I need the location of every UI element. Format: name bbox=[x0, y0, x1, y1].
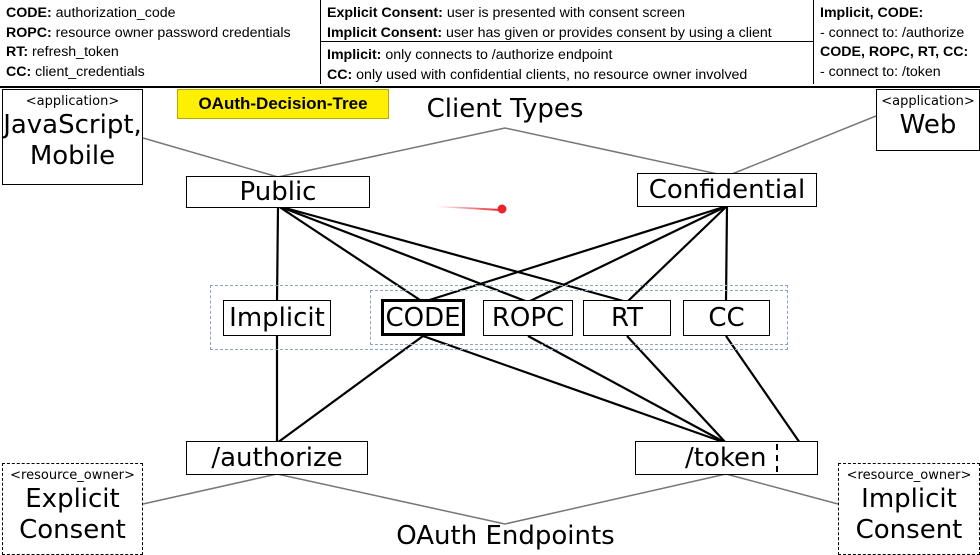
client-types-label: Client Types bbox=[426, 94, 584, 124]
owner-implicit-consent: <resource_owner> Implicit Consent bbox=[838, 463, 980, 555]
entity-name-line2: Consent bbox=[855, 515, 963, 545]
grant-cc: CC bbox=[683, 300, 770, 336]
legend-row-rt: RT: refresh_token bbox=[6, 44, 119, 60]
line-code-authorize bbox=[276, 335, 424, 444]
line-js-to-public bbox=[142, 137, 279, 178]
grant-rt: RT bbox=[583, 300, 671, 336]
oauth-endpoints-label: OAuth Endpoints bbox=[396, 521, 615, 551]
connect-info-cell: Implicit, CODE: - connect to: /authorize… bbox=[813, 0, 980, 84]
app-web: <application> Web bbox=[876, 89, 980, 151]
line-confidential-to-web bbox=[726, 115, 877, 177]
oauth-decision-tree-diagram: OAuth-Decision-Tree Client Types OAuth E… bbox=[0, 86, 980, 555]
consent-definitions: Explicit Consent: user is presented with… bbox=[321, 0, 814, 42]
line-endpoints-to-token bbox=[504, 473, 727, 525]
legend-row-code: CODE: authorization_code bbox=[6, 5, 176, 21]
client-confidential: Confidential bbox=[637, 173, 817, 207]
entity-name-line2: Mobile bbox=[29, 141, 116, 171]
connector-lines bbox=[142, 115, 877, 525]
line-rt-token bbox=[626, 335, 727, 444]
grant-code: CODE bbox=[381, 299, 465, 336]
endpoint-token: /token bbox=[635, 441, 818, 475]
line-authorize-to-endpoints bbox=[276, 473, 506, 525]
legend-row-ropc: ROPC: resource owner password credential… bbox=[6, 24, 291, 41]
stereotype-label: <application> bbox=[881, 94, 975, 109]
owner-explicit-consent: <resource_owner> Explicit Consent bbox=[2, 463, 143, 555]
line-confidential-cc bbox=[724, 205, 729, 303]
entity-name-line1: Explicit bbox=[25, 484, 120, 514]
line-confidential-ropc bbox=[527, 205, 728, 303]
grant-group-token-grants bbox=[370, 290, 788, 345]
grant-implicit: Implicit bbox=[223, 300, 331, 336]
abbreviations-cell: CODE: authorization_code ROPC: resource … bbox=[0, 0, 320, 84]
line-cc-token bbox=[725, 335, 801, 444]
line-clienttypes-to-confidential bbox=[504, 127, 728, 177]
line-ropc-token bbox=[527, 335, 727, 444]
line-public-implicit bbox=[275, 205, 280, 303]
endpoint-authorize: /authorize bbox=[186, 441, 368, 475]
line-confidential-code bbox=[422, 204, 728, 304]
line-code-token bbox=[422, 334, 727, 445]
consent-info-cell: Explicit Consent: user is presented with… bbox=[320, 0, 814, 84]
stereotype-label: <application> bbox=[25, 94, 120, 109]
endpoint-notes: Implicit: only connects to /authorize en… bbox=[327, 47, 748, 83]
grant-ropc: ROPC bbox=[483, 300, 573, 336]
line-explicit-to-authorize bbox=[142, 473, 278, 505]
entity-name-line1: JavaScript, bbox=[3, 110, 142, 140]
line-token-to-implicit-consent bbox=[725, 473, 839, 505]
line-confidential-rt bbox=[626, 205, 728, 303]
entity-name-line1: Implicit bbox=[861, 484, 957, 514]
app-javascript-mobile: <application> JavaScript, Mobile bbox=[2, 89, 143, 185]
client-public: Public bbox=[186, 176, 370, 208]
endpoint-token-label: /token bbox=[685, 443, 767, 473]
diagram-title: OAuth-Decision-Tree bbox=[177, 89, 389, 119]
entity-name-line1: Web bbox=[899, 110, 957, 140]
laser-pointer-mark bbox=[435, 204, 507, 214]
line-public-rt bbox=[277, 204, 628, 304]
line-public-code bbox=[277, 205, 424, 303]
legend-table: CODE: authorization_code ROPC: resource … bbox=[0, 0, 980, 88]
token-cc-divider bbox=[776, 444, 778, 472]
line-public-ropc bbox=[277, 204, 529, 304]
entity-name-line2: Consent bbox=[19, 515, 126, 545]
line-public-to-clienttypes bbox=[277, 127, 506, 178]
stereotype-label: <resource_owner> bbox=[10, 468, 135, 483]
legend-row-cc: CC: client_credentials bbox=[6, 63, 145, 80]
stereotype-label: <resource_owner> bbox=[846, 468, 972, 483]
